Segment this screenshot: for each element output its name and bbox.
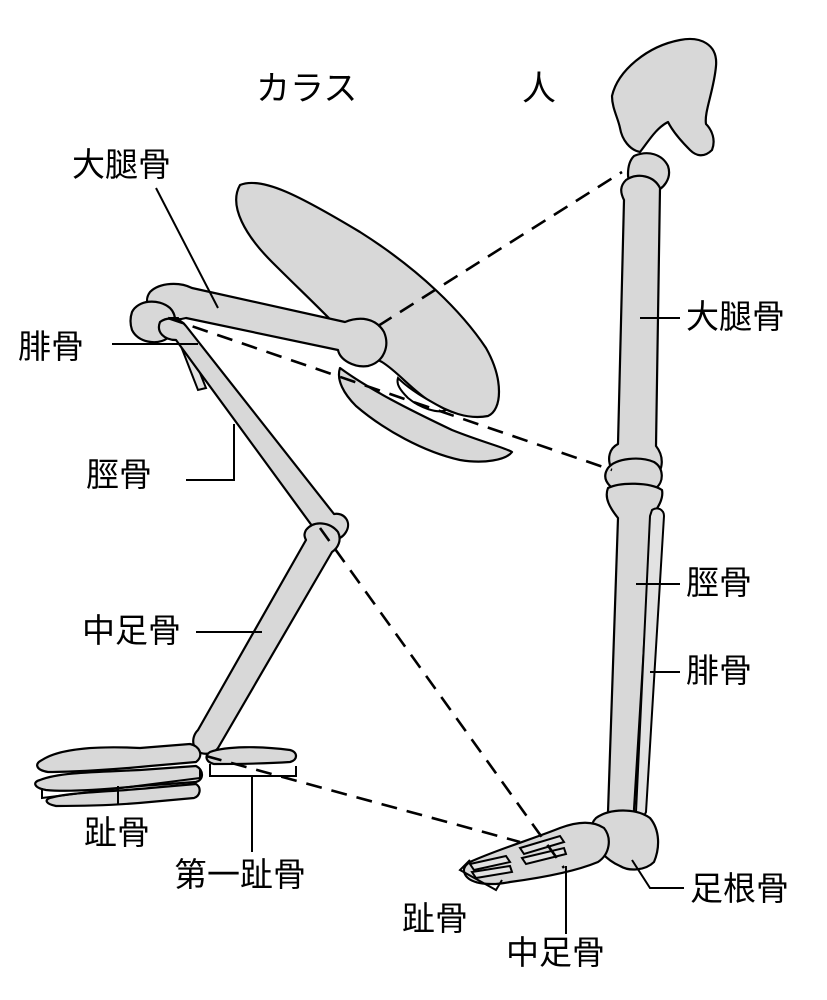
human-femur	[608, 174, 663, 484]
crow-metatarsus-label: 中足骨	[82, 611, 181, 650]
human-tibia-label: 脛骨	[686, 563, 752, 602]
toe-correspondence-line	[205, 754, 521, 844]
crow-toe-bones-label: 趾骨	[84, 813, 150, 852]
correspondence-lines	[167, 170, 623, 869]
crow-tibia-label: 脛骨	[86, 455, 152, 494]
crow-skeleton	[34, 181, 514, 808]
human-toe-bones-label: 趾骨	[402, 899, 468, 938]
crow-pubis	[337, 366, 514, 463]
human-leader-lines	[458, 317, 684, 934]
human-pelvis	[610, 37, 718, 157]
ankle-correspondence-line	[318, 527, 566, 869]
crow-tibiotarsus	[157, 317, 350, 541]
human-fibula-label: 腓骨	[686, 651, 752, 690]
femur-correspondence-line	[377, 170, 623, 328]
crow-femur-label: 大腿骨	[72, 145, 171, 184]
crow-first-toe-bone-label: 第一趾骨	[174, 855, 306, 894]
crow-leader-lines	[41, 187, 297, 852]
human-metatarsus-label: 中足骨	[506, 933, 605, 972]
crow-title: カラス	[256, 69, 358, 109]
human-skeleton	[462, 37, 718, 886]
crow-fibula-label: 腓骨	[18, 327, 84, 366]
crow-toes	[34, 742, 298, 808]
human-femur-label: 大腿骨	[686, 297, 785, 336]
crow-tarsometatarsus	[192, 522, 341, 755]
human-toes	[468, 834, 568, 880]
human-tarsal-label: 足根骨	[690, 869, 789, 908]
human-title: 人	[522, 69, 556, 109]
crow-pelvis	[235, 181, 501, 419]
knee-correspondence-line	[167, 316, 613, 472]
